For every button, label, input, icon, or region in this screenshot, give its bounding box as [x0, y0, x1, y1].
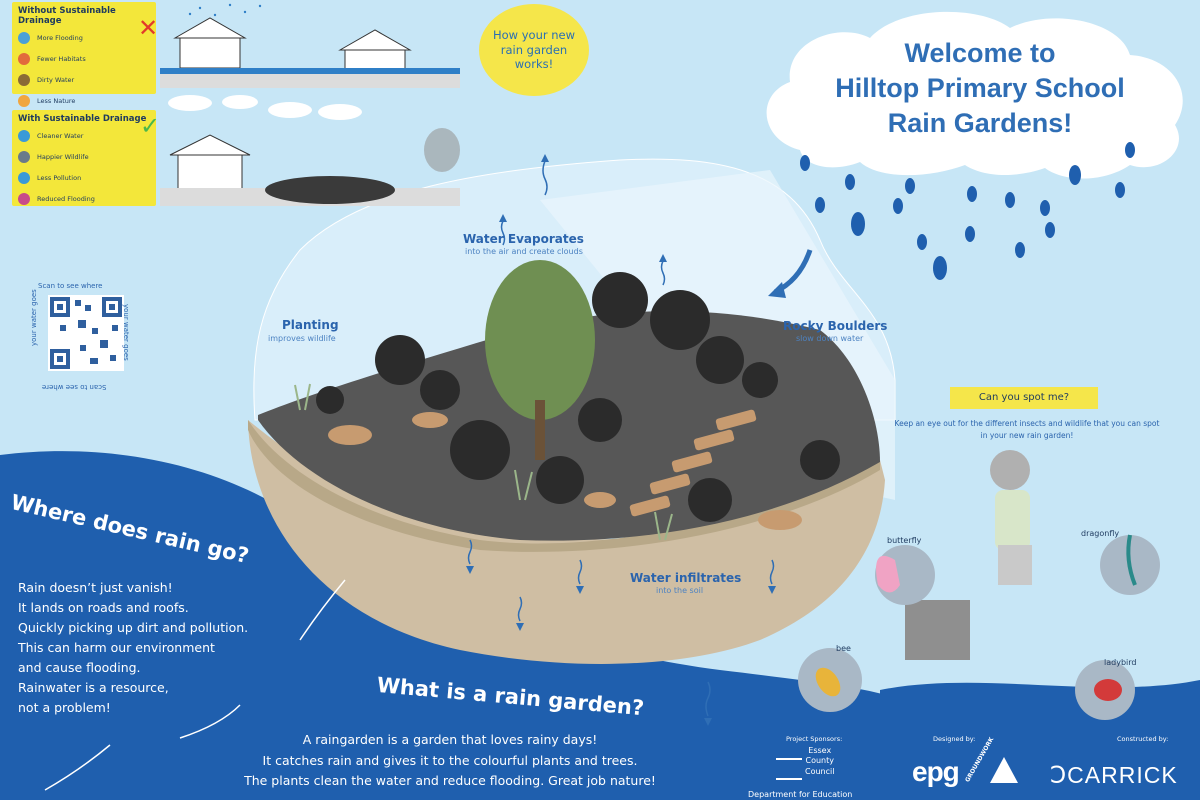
- legend-without-drainage: Without Sustainable Drainage More Floodi…: [12, 2, 156, 107]
- legend-without-title: Without Sustainable Drainage: [18, 6, 116, 26]
- tree-trunk: [535, 400, 545, 460]
- clean-water-icon: [18, 130, 30, 142]
- qr-caption-top: Scan to see where: [38, 282, 103, 290]
- raindrops: [800, 142, 1135, 280]
- qr-caption-bottom: Scan to see where: [42, 383, 107, 391]
- essex-council-logo: Essex County Council: [805, 746, 835, 776]
- habitat-icon: [18, 53, 30, 65]
- boot-icon: [18, 193, 30, 205]
- grass-tufts: [294, 383, 673, 541]
- rain-clouds: [168, 95, 362, 120]
- checkmark-icon: ✓: [140, 112, 161, 140]
- fish-icon: [18, 151, 30, 163]
- what-is-rain-garden-text: A raingarden is a garden that loves rain…: [244, 732, 656, 789]
- butterfly-label: butterfly: [887, 536, 922, 545]
- bee-icon: [815, 667, 841, 697]
- project-sponsors-label: Project Sponsors:: [786, 735, 843, 743]
- mini-tree: [424, 128, 460, 172]
- stepping-stones: [328, 409, 802, 530]
- legend-item: Reduced Flooding: [18, 193, 150, 205]
- legend-with-title: With Sustainable Drainage: [18, 114, 147, 124]
- page-title: Welcome to Hilltop Primary School Rain G…: [835, 38, 1125, 139]
- evaporation-arrows: [500, 160, 666, 286]
- legend-item: Dirty Water: [18, 74, 150, 86]
- legend-item: Cleaner Water: [18, 130, 150, 142]
- ladybird-label: ladybird: [1104, 658, 1137, 667]
- flood-icon: [18, 32, 30, 44]
- legend-item: Happier Wildlife: [18, 151, 150, 163]
- legend-with-drainage: With Sustainable Drainage Cleaner Water …: [12, 110, 156, 206]
- legend-item: Fewer Habitats: [18, 53, 150, 65]
- evaporates-sublabel: into the air and create clouds: [465, 247, 583, 256]
- dirty-water-icon: [18, 74, 30, 86]
- mini-rain-garden: [265, 176, 395, 204]
- infiltrates-sublabel: into the soil: [656, 586, 704, 595]
- qr-caption-left: your water goes: [30, 289, 38, 346]
- ocean-arrows: [44, 579, 346, 791]
- infiltrates-label: Water infiltrates: [630, 571, 742, 585]
- legend-item: More Flooding: [18, 32, 150, 44]
- shrubs: [316, 272, 840, 522]
- rocky-label: Rocky Boulders: [783, 319, 888, 333]
- designed-by-label: Designed by:: [933, 735, 976, 743]
- stone-bench: [905, 600, 970, 660]
- cross-icon: ✕: [138, 14, 159, 42]
- epg-logo: epg: [912, 756, 960, 787]
- where-rain-go-text: Rain doesn’t just vanish! It lands on ro…: [18, 580, 249, 715]
- legend-item: Less Nature: [18, 95, 150, 107]
- carrick-logo: ↃCARRICK: [1050, 762, 1178, 788]
- how-it-works-circle: How your new rain garden works!: [479, 4, 589, 96]
- qr-code[interactable]: [48, 295, 124, 371]
- drainage-diagram-bottom: [169, 134, 251, 192]
- evaporates-label: Water Evaporates: [463, 232, 584, 246]
- sad-face-icon: [18, 95, 30, 107]
- infiltration-arrows: [467, 539, 775, 717]
- spot-me-text: Keep an eye out for the different insect…: [894, 419, 1160, 440]
- rocky-sublabel: slow down water: [796, 334, 864, 343]
- essex-logo-icon: [776, 758, 802, 780]
- soil-layer: [248, 420, 885, 664]
- dragonfly-icon: [1126, 534, 1137, 586]
- carrick-c-icon: Ↄ: [1050, 762, 1068, 788]
- dragonfly-label: dragonfly: [1081, 529, 1120, 538]
- department-for-education: Department for Education: [748, 790, 853, 799]
- title-cloud: [766, 11, 1183, 179]
- legend-item: Less Pollution: [18, 172, 150, 184]
- qr-caption-right: your water goes: [122, 304, 130, 361]
- bee-label: bee: [836, 644, 851, 653]
- butterfly-icon: [876, 555, 900, 593]
- kid-figure: [990, 450, 1032, 585]
- planting-label: Planting: [282, 318, 339, 332]
- ladybird-icon: [1094, 679, 1122, 701]
- planting-sublabel: improves wildlife: [268, 334, 336, 343]
- recycle-icon: [18, 172, 30, 184]
- drainage-diagram-top: [173, 17, 412, 75]
- groundwork-triangle-icon: [990, 757, 1018, 783]
- rain-streaks-top: [188, 3, 262, 17]
- constructed-by-label: Constructed by:: [1117, 735, 1169, 743]
- tree-canopy: [485, 260, 595, 420]
- spot-me-badge: Can you spot me?: [950, 387, 1098, 409]
